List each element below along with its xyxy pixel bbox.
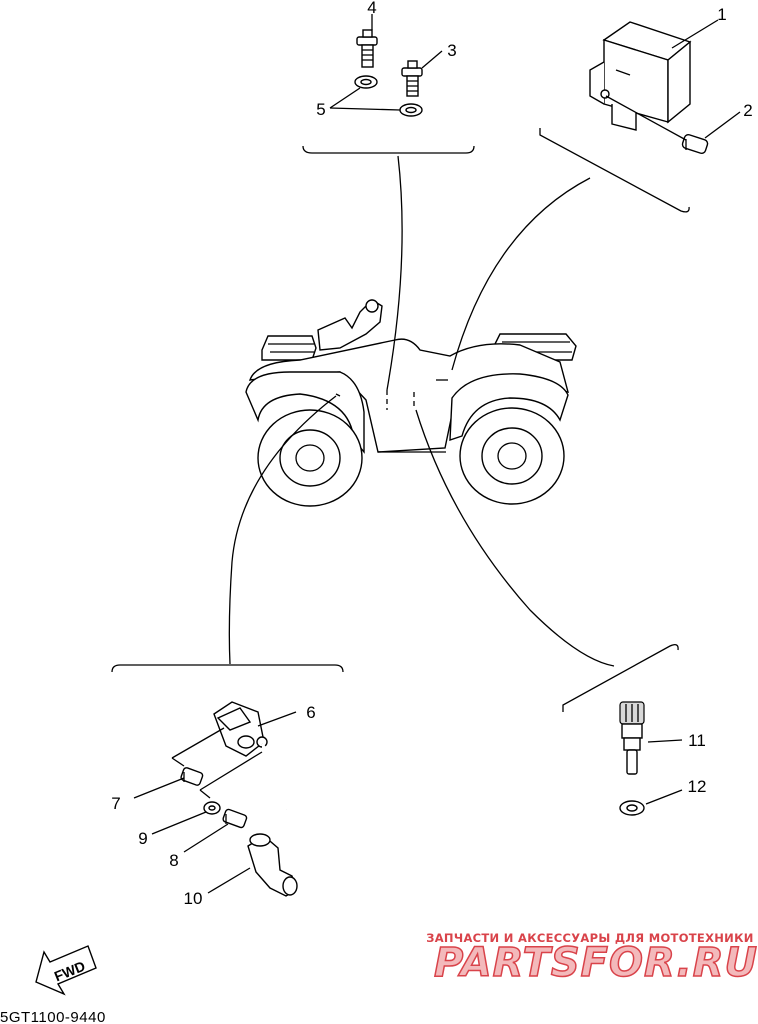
callout-4: 4 <box>367 0 376 17</box>
callout-7: 7 <box>111 794 120 813</box>
callout-3: 3 <box>447 41 456 60</box>
group-top-right: 1 2 <box>539 5 753 213</box>
part-8-bolt <box>222 808 248 829</box>
callout-5: 5 <box>316 100 325 119</box>
callout-10: 10 <box>184 889 203 908</box>
bracket-bottom-left <box>111 664 344 673</box>
part-12-washer <box>619 800 645 816</box>
part-7-bolt <box>180 767 204 786</box>
watermark: ЗАПЧАСТИ И АКСЕССУАРЫ ДЛЯ МОТОТЕХНИКИ PA… <box>426 931 758 987</box>
drawing-code: 5GT1100-9440 <box>0 1009 106 1024</box>
atv-rear-wheel <box>459 407 565 505</box>
callout-2: 2 <box>743 101 752 120</box>
group-bottom-right: 11 12 <box>562 644 707 816</box>
part-3-screw <box>401 60 423 97</box>
callout-11: 11 <box>688 731 706 750</box>
part-5-washer-b <box>399 103 423 117</box>
fwd-arrow: FWD <box>35 945 97 996</box>
callout-12: 12 <box>688 777 707 796</box>
watermark-tagline: ЗАПЧАСТИ И АКСЕССУАРЫ ДЛЯ МОТОТЕХНИКИ <box>426 931 753 945</box>
part-5-washer-a <box>354 75 378 89</box>
connector-lines <box>228 155 615 667</box>
part-2-bolt <box>681 133 709 155</box>
callout-9: 9 <box>138 829 147 848</box>
bracket-top-right <box>539 128 690 213</box>
part-9-washer <box>203 801 221 815</box>
group-bottom-left: 6 7 9 8 10 <box>111 664 344 908</box>
watermark-brand: PARTSFOR.RU <box>434 940 758 986</box>
bracket-bottom-right <box>562 644 679 712</box>
part-1-cdi-unit <box>589 21 692 131</box>
atv-illustration <box>245 299 577 507</box>
part-6-ignition-coil <box>213 701 268 757</box>
atv-front-wheel <box>257 409 363 507</box>
part-11-sensor <box>619 701 645 775</box>
callout-8: 8 <box>169 851 178 870</box>
bracket-top-center <box>302 145 475 154</box>
part-10-plug-cap <box>247 833 298 897</box>
callout-1: 1 <box>717 5 726 24</box>
callout-6: 6 <box>306 703 315 722</box>
group-top-center: 4 3 5 <box>302 0 475 154</box>
part-4-screw <box>356 29 378 68</box>
